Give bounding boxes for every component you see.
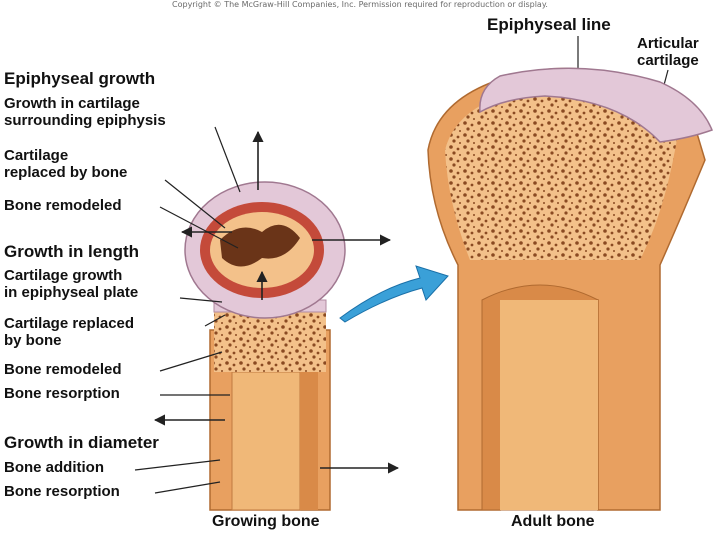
- caption-adult-bone: Adult bone: [511, 513, 595, 530]
- growing-epiphysis-trabeculae: [220, 224, 300, 267]
- label-bone-addition: Bone addition: [4, 459, 104, 476]
- growing-bone-spongy-metaphysis: [214, 310, 326, 372]
- label-articular-cartilage: Articular cartilage: [637, 35, 699, 69]
- label-bone-resorption-1: Bone resorption: [4, 385, 120, 402]
- label-cartilage-replaced-2: Cartilage replaced by bone: [4, 315, 135, 349]
- caption-growing-bone: Growing bone: [212, 513, 320, 530]
- label-cartilage-growth-plate: Cartilage growth in epiphyseal plate: [4, 267, 139, 301]
- growing-bone-figure: [184, 181, 346, 511]
- adult-articular-cartilage: [479, 67, 713, 143]
- label-bone-remodeled-2: Bone remodeled: [4, 361, 122, 378]
- adult-bone-figure: [427, 67, 713, 511]
- label-growth-cartilage-epiphysis: Growth in cartilage surrounding epiphysi…: [4, 95, 166, 129]
- growing-bone-inner-wall: [300, 362, 318, 510]
- growth-transition-arrow: [339, 265, 449, 323]
- label-epiphyseal-growth: Epiphyseal growth: [4, 69, 156, 88]
- adult-bone-spongy-head: [445, 85, 680, 260]
- label-bone-resorption-2: Bone resorption: [4, 483, 120, 500]
- label-growth-in-length: Growth in length: [4, 242, 140, 261]
- label-bone-remodeled-1: Bone remodeled: [4, 197, 122, 214]
- label-epiphyseal-line: Epiphyseal line: [487, 15, 611, 34]
- label-growth-in-diameter: Growth in diameter: [4, 433, 159, 452]
- growing-bone-marrow-cavity: [231, 371, 301, 511]
- label-cartilage-replaced-1: Cartilage replaced by bone: [4, 147, 128, 181]
- copyright-notice: Copyright © The McGraw-Hill Companies, I…: [172, 0, 548, 9]
- adult-marrow-inner: [500, 300, 598, 510]
